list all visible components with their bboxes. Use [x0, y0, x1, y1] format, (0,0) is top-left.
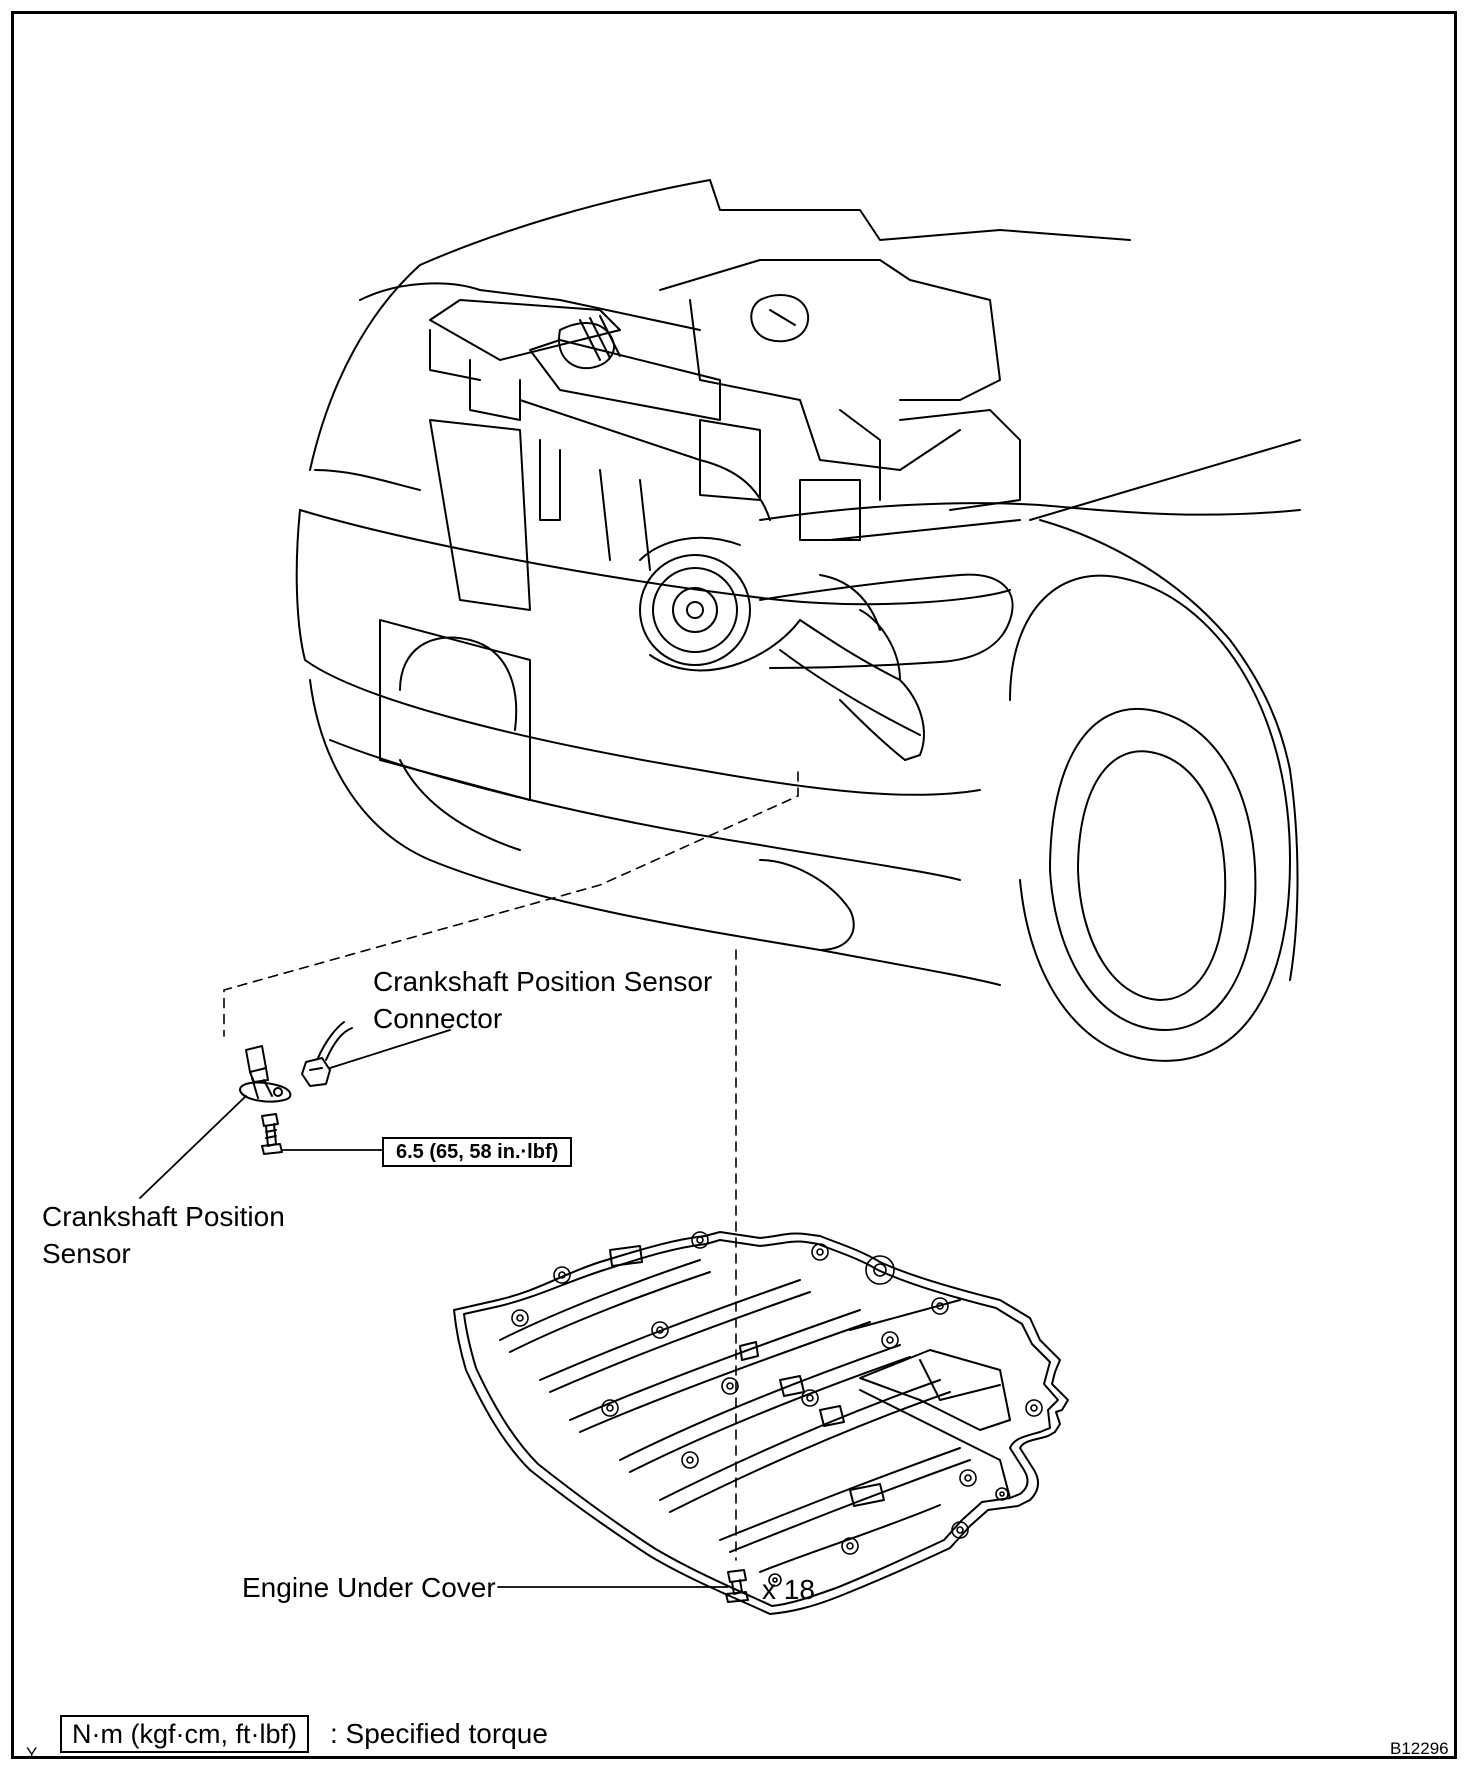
figure-id: B12296 [1390, 1739, 1449, 1758]
ckp-sensor-label-line2: Sensor [42, 1238, 131, 1269]
engine-under-cover-label: Engine Under Cover [242, 1572, 496, 1603]
bolt-count-label: x 18 [762, 1574, 815, 1605]
ckp-sensor-label-line1: Crankshaft Position [42, 1201, 285, 1232]
exploded-view-leader-lines [223, 771, 799, 1561]
sensor-bolt-icon [261, 1113, 283, 1155]
diagram-frame [11, 11, 1457, 1759]
ckp-connector-label: Crankshaft Position Sensor Connector [373, 963, 712, 1037]
torque-legend-description: : Specified torque [330, 1718, 548, 1749]
under-cover-bolt-icon [725, 1569, 749, 1603]
corner-mark-left: Y [26, 1744, 38, 1763]
ckp-connector-label-line1: Crankshaft Position Sensor [373, 966, 713, 997]
connector-icon [301, 1021, 353, 1087]
torque-units-legend-box: N·m (kgf·cm, ft·lbf) [60, 1715, 309, 1753]
engine-under-cover-illustration [453, 1231, 1069, 1615]
ckp-connector-label-line2: Connector [373, 1003, 503, 1034]
ckp-bolt-torque-spec: 6.5 (65, 58 in.·lbf) [382, 1137, 573, 1167]
crankshaft-position-sensor-icon [239, 1045, 292, 1103]
vehicle-front-illustration [295, 179, 1301, 1062]
callout-lines [139, 1029, 729, 1588]
ckp-sensor-label: Crankshaft Position Sensor [42, 1198, 285, 1272]
